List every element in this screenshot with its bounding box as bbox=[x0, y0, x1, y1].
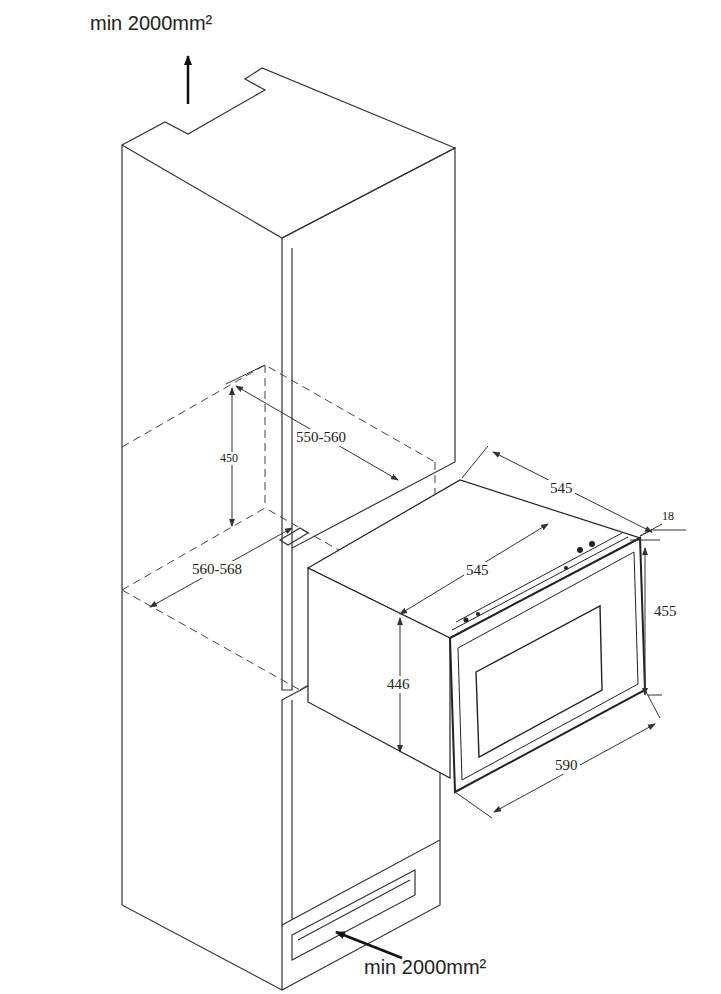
dimension: 560-568 bbox=[190, 561, 244, 578]
dimension: 550-560 bbox=[294, 429, 348, 446]
dimension: 446 bbox=[385, 676, 412, 693]
dimension: 18 bbox=[660, 510, 676, 523]
air-vent-note: min 2000mm² bbox=[88, 12, 214, 34]
dimension: 455 bbox=[652, 603, 679, 620]
dimension: 450 bbox=[218, 452, 240, 465]
air-vent-note: min 2000mm² bbox=[362, 956, 488, 978]
dimension: 545 bbox=[464, 562, 491, 579]
dimension: 590 bbox=[553, 757, 580, 774]
dimension: 545 bbox=[548, 480, 575, 497]
